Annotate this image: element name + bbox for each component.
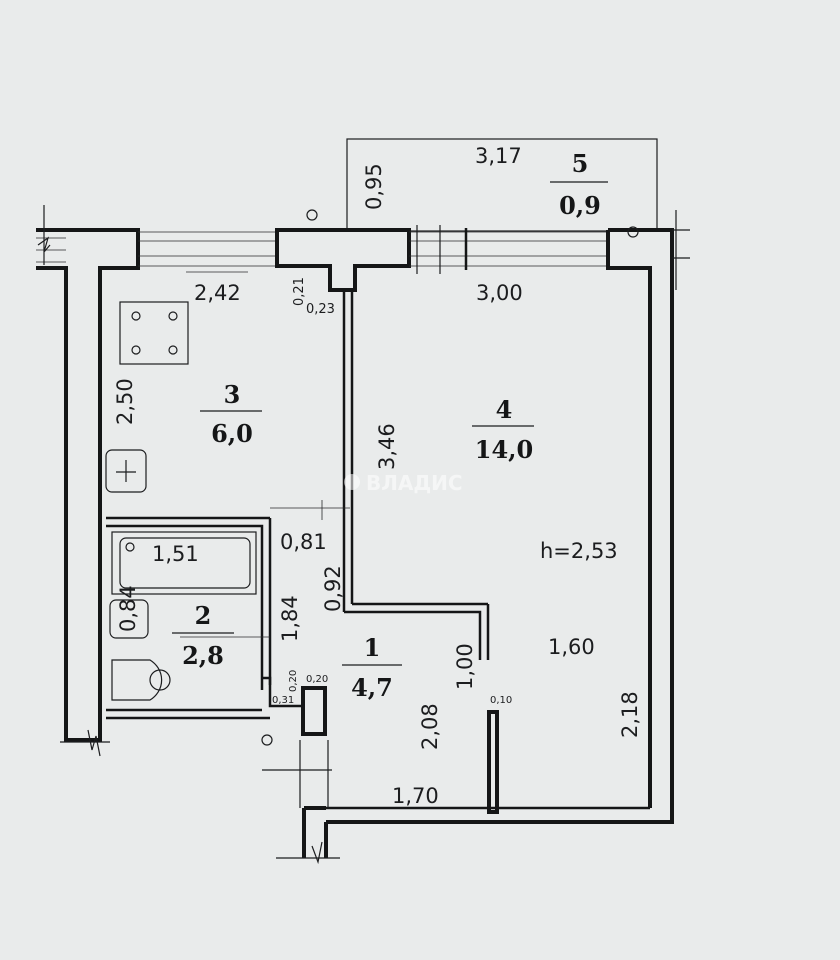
- dim-hall-depth: 2,08: [418, 703, 442, 750]
- room-area: 0,9: [559, 191, 601, 220]
- dim-corr-small-c: 0,31: [272, 695, 294, 706]
- dim-hall-width: 1,70: [392, 784, 439, 808]
- stove-icon: [119, 301, 189, 365]
- dim-room-wall: 3,46: [375, 423, 399, 470]
- room-2-label: 2 2,8: [172, 601, 234, 670]
- toilet-icon: [111, 659, 171, 701]
- room-3-label: 3 6,0: [200, 380, 262, 448]
- watermark-text: ВЛАДИС: [366, 471, 463, 495]
- dimension-lines: [180, 271, 350, 638]
- room-1-label: 1 4,7: [342, 633, 402, 702]
- dim-niche-width: 1,60: [548, 635, 595, 659]
- dim-kitchen-depth: 2,50: [113, 378, 137, 425]
- dim-bath-length: 1,51: [152, 542, 199, 566]
- room-area: 4,7: [351, 673, 393, 702]
- room-number: 5: [572, 149, 589, 178]
- washbasin-icon: [109, 599, 149, 639]
- room-number: 1: [364, 633, 381, 662]
- dim-bathroom-depth: 1,84: [278, 595, 302, 642]
- dim-partition-a: 0,21: [292, 277, 307, 306]
- room-area: 2,8: [182, 641, 224, 670]
- dim-balcony-depth: 0,95: [362, 163, 386, 210]
- dim-kitchen-width: 2,42: [194, 281, 241, 305]
- dim-bath-sink: 0,84: [116, 585, 140, 632]
- dim-right-wall: 2,18: [618, 691, 642, 738]
- dim-niche-depth: 1,00: [453, 643, 477, 690]
- dim-partition-thick: 0,10: [490, 695, 512, 706]
- dim-balcony-width: 3,17: [475, 144, 522, 168]
- bathtub-icon: [111, 531, 257, 595]
- walls: [36, 205, 690, 865]
- room-4-label: 4 14,0: [472, 395, 534, 464]
- kitchen-sink-icon: [105, 449, 147, 493]
- room-area: 14,0: [475, 435, 533, 464]
- room-number: 4: [496, 395, 513, 424]
- room-number: 3: [224, 380, 241, 409]
- riser-markers: [261, 209, 639, 746]
- dim-corr-depth: 0,92: [321, 565, 345, 612]
- room-area: 6,0: [211, 419, 253, 448]
- ceiling-height: h=2,53: [540, 539, 618, 563]
- watermark: ВЛАДИС: [344, 471, 463, 495]
- dimension-labels: 3,17 0,95 2,42 2,50 0,21 0,23 3,00 3,46 …: [113, 144, 642, 808]
- room-5-label: 5 0,9: [550, 149, 608, 220]
- room-number: 2: [195, 601, 212, 630]
- dim-corr-small-a: 0,20: [288, 670, 299, 692]
- dim-corr-width: 0,81: [280, 530, 327, 554]
- dim-room-width: 3,00: [476, 281, 523, 305]
- dim-partition-b: 0,23: [306, 302, 335, 317]
- dim-corr-small-b: 0,20: [306, 674, 328, 685]
- balcony: [346, 138, 658, 232]
